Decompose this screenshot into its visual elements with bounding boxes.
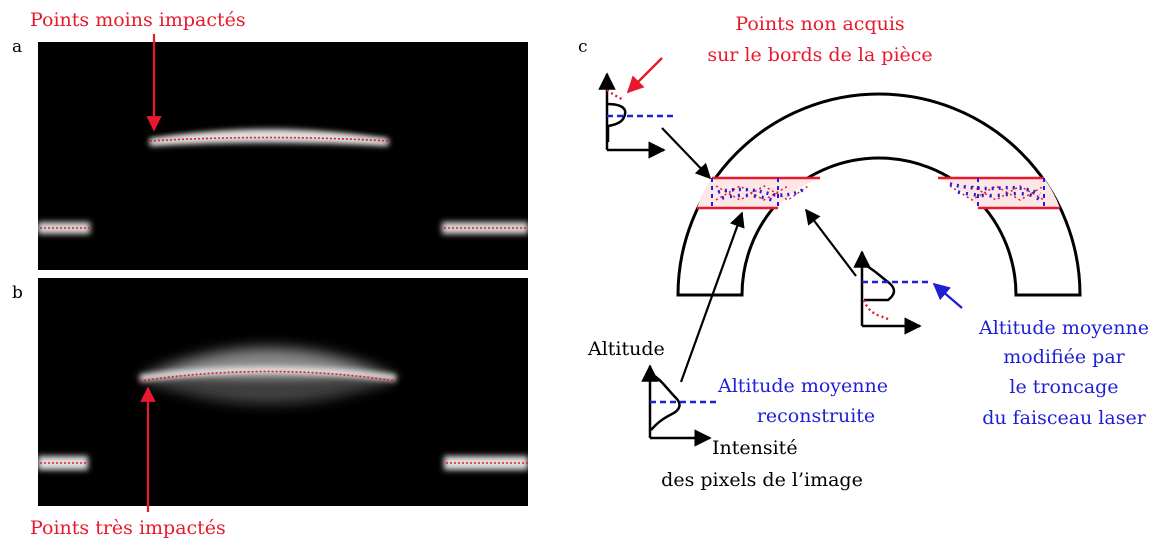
arch-part	[676, 92, 1082, 297]
panel-b-letter: b	[12, 283, 23, 303]
histogram-edge-pointer	[661, 127, 712, 180]
intensity-axis-label: Intensité	[712, 437, 798, 459]
histogram-reconstructed-pointer	[679, 211, 745, 383]
modified-mean-line4: du faisceau laser	[982, 407, 1147, 429]
left-scan-band	[697, 176, 820, 210]
reconstructed-mean-line1: Altitude moyenne	[717, 375, 888, 397]
modified-mean-line3: le troncage	[1009, 376, 1118, 398]
modified-mean-line1: Altitude moyenne	[978, 317, 1149, 339]
modified-mean-arrow	[932, 282, 963, 309]
edge-label-line2: sur le bords de la pièce	[707, 44, 932, 66]
histogram-reconstructed	[641, 364, 716, 447]
panel-a-image	[38, 42, 528, 270]
edge-label-line1: Points non acquis	[735, 13, 904, 35]
panel-a-letter: a	[12, 37, 22, 57]
edge-arrow	[626, 57, 663, 94]
histogram-edge	[598, 72, 675, 159]
less-impacted-label: Points moins impactés	[30, 9, 246, 31]
histogram-modified	[853, 250, 930, 335]
modified-mean-line2: modifiée par	[1003, 346, 1125, 368]
histogram-modified-pointer	[805, 208, 857, 277]
very-impacted-label: Points très impactés	[30, 517, 226, 539]
panel-b-image	[38, 278, 528, 506]
altitude-axis-label: Altitude	[587, 338, 665, 360]
right-scan-band	[938, 176, 1060, 210]
panel-c-letter: c	[578, 37, 588, 57]
reconstructed-mean-line2: reconstruite	[757, 405, 875, 427]
intensity-axis-label2: des pixels de l’image	[661, 469, 863, 491]
